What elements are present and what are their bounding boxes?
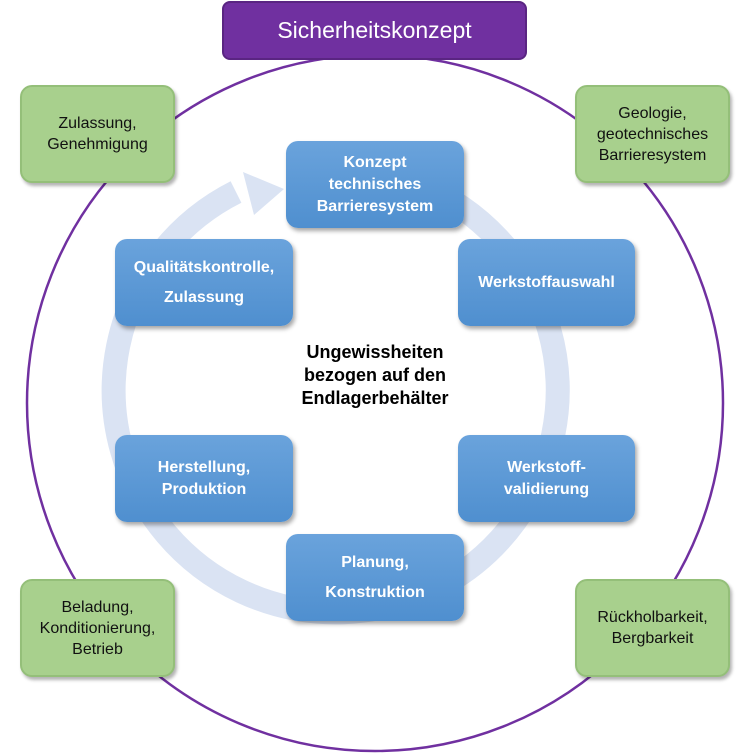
factor-beladung-line-1: Beladung, <box>61 598 134 616</box>
factor-geologie: Geologie, geotechnisches Barrieresystem <box>575 85 730 183</box>
factor-zulassung-line-2: Genehmigung <box>47 136 148 153</box>
step-planung-line-2: Konstruktion <box>325 583 425 601</box>
step-konzept-line-1: Konzept <box>343 153 407 171</box>
step-planung: Planung, Konstruktion <box>286 534 464 621</box>
step-qualitaet-line-1: Qualitätskontrolle, <box>133 258 275 276</box>
center-line-1: Ungewissheiten <box>306 341 444 362</box>
step-konzept: Konzept technisches Barrieresystem <box>286 141 464 228</box>
step-validierung-line-1: Werkstoff- <box>507 458 586 476</box>
center-line-3: Endlagerbehälter <box>301 387 449 408</box>
factor-rueckholbarkeit-line-1: Rückholbarkeit, <box>597 609 708 626</box>
step-werkstoffauswahl: Werkstoffauswahl <box>458 239 635 326</box>
factor-beladung-line-2: Konditionierung, <box>39 619 156 637</box>
factor-rueckholbarkeit: Rückholbarkeit, Bergbarkeit <box>575 579 730 677</box>
factor-geologie-line-2: geotechnisches <box>596 125 709 143</box>
factor-beladung-line-3: Betrieb <box>72 640 123 658</box>
factor-beladung: Beladung, Konditionierung, Betrieb <box>20 579 175 677</box>
step-konzept-line-2: technisches <box>328 175 422 193</box>
step-konzept-line-3: Barrieresystem <box>316 197 434 215</box>
step-herstellung: Herstellung, Produktion <box>115 435 293 522</box>
factor-geologie-line-3: Barrieresystem <box>598 146 707 164</box>
step-werkstoffvalidierung: Werkstoff- validierung <box>458 435 635 522</box>
factor-geologie-line-1: Geologie, <box>618 104 687 122</box>
center-label: Ungewissheiten bezogen auf den Endlagerb… <box>265 330 485 420</box>
step-qualitaetskontrolle: Qualitätskontrolle, Zulassung <box>115 239 293 326</box>
step-herstellung-line-2: Produktion <box>161 480 247 498</box>
factor-rueckholbarkeit-line-2: Bergbarkeit <box>611 630 694 647</box>
step-werkstoffauswahl-line-1: Werkstoffauswahl <box>478 273 615 291</box>
cycle-arrow-head <box>243 172 284 215</box>
title-box: Sicherheitskonzept <box>222 1 527 60</box>
step-planung-line-1: Planung, <box>341 553 409 571</box>
factor-zulassung: Zulassung, Genehmigung <box>20 85 175 183</box>
factor-zulassung-line-1: Zulassung, <box>58 115 137 132</box>
center-line-2: bezogen auf den <box>303 364 446 385</box>
step-validierung-line-2: validierung <box>503 480 590 498</box>
title-text: Sicherheitskonzept <box>277 17 472 43</box>
step-herstellung-line-1: Herstellung, <box>157 458 251 476</box>
step-qualitaet-line-2: Zulassung <box>163 288 244 306</box>
